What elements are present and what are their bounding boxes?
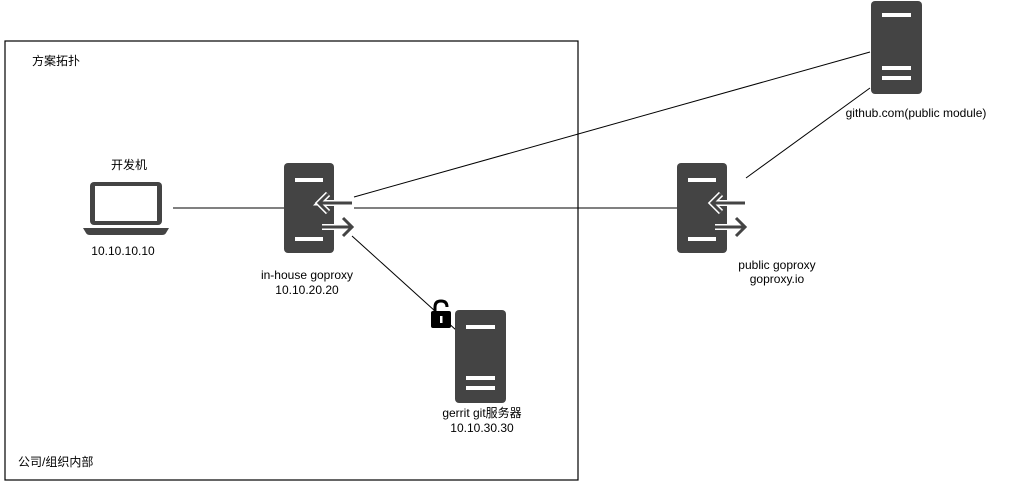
company-boundary <box>4 40 579 481</box>
lock-icon <box>431 299 451 328</box>
link-public-github <box>745 87 871 179</box>
github-server-icon <box>871 1 922 94</box>
public-proxy-icon <box>677 163 750 253</box>
public-host: goproxy.io <box>750 272 805 286</box>
laptop-icon <box>83 182 169 235</box>
inhouse-ip: 10.10.20.20 <box>275 283 339 297</box>
dev-label: 开发机 <box>111 157 147 172</box>
dev-ip: 10.10.10.10 <box>91 244 155 258</box>
gerrit-ip: 10.10.30.30 <box>450 421 514 435</box>
github-name: github.com(public module) <box>846 106 987 120</box>
gerrit-server-icon <box>455 310 506 403</box>
gerrit-name: gerrit git服务器 <box>442 405 521 420</box>
boundary-title: 方案拓扑 <box>32 53 80 68</box>
inhouse-name: in-house goproxy <box>261 268 353 282</box>
inhouse-proxy-icon <box>284 163 357 253</box>
boundary-footer: 公司/组织内部 <box>18 454 93 469</box>
public-name: public goproxy <box>738 258 815 272</box>
link-inhouse-github <box>353 51 871 198</box>
